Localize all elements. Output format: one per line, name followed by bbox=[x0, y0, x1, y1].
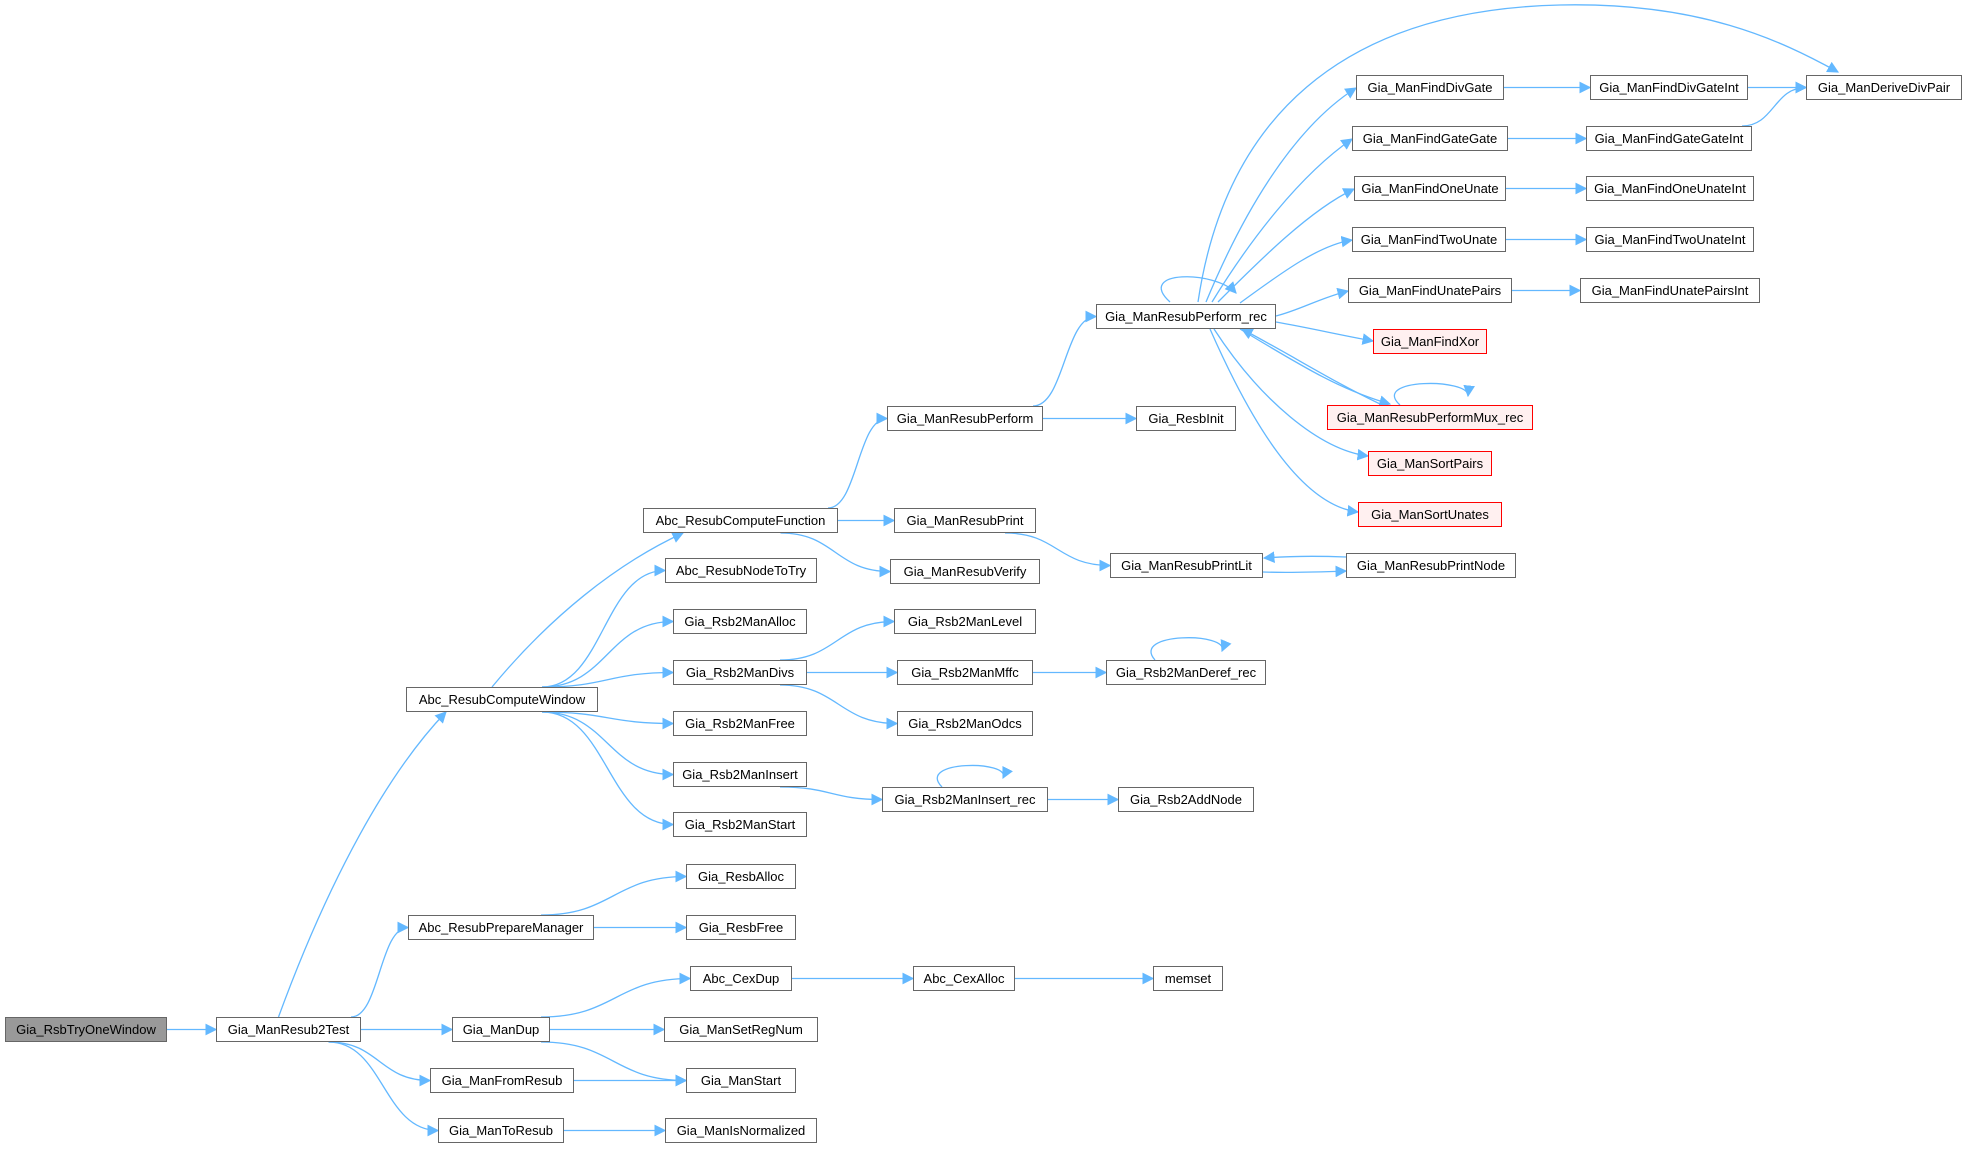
edge-performmuxrec-to-performrec bbox=[1240, 328, 1381, 405]
graph-node-printlit[interactable]: Gia_ManResubPrintLit bbox=[1110, 553, 1263, 578]
graph-node-resub2test[interactable]: Gia_ManResub2Test bbox=[216, 1017, 361, 1042]
edge-computefunction-to-resubperform bbox=[827, 412, 889, 509]
graph-node-printnode[interactable]: Gia_ManResubPrintNode bbox=[1346, 553, 1516, 578]
graph-node-derivedivpair[interactable]: Gia_ManDeriveDivPair bbox=[1806, 75, 1962, 100]
graph-node-resbinit[interactable]: Gia_ResbInit bbox=[1136, 406, 1236, 431]
edge-performrec-to-sortpairs bbox=[1213, 328, 1370, 461]
edge-resub2test-to-computewindow bbox=[277, 711, 447, 1018]
edge-performrec-to-finddivgate bbox=[1205, 87, 1357, 303]
graph-node-fromresub[interactable]: Gia_ManFromResub bbox=[430, 1068, 574, 1093]
graph-node-rsb2start[interactable]: Gia_Rsb2ManStart bbox=[673, 812, 807, 837]
graph-node-findoneunateint[interactable]: Gia_ManFindOneUnateInt bbox=[1586, 176, 1754, 201]
graph-node-rsb2insertrec[interactable]: Gia_Rsb2ManInsert_rec bbox=[882, 787, 1048, 812]
graph-node-toresub[interactable]: Gia_ManToResub bbox=[438, 1118, 564, 1143]
graph-node-rsb2alloc[interactable]: Gia_Rsb2ManAlloc bbox=[673, 609, 807, 634]
graph-node-rsb2odcs[interactable]: Gia_Rsb2ManOdcs bbox=[897, 711, 1033, 736]
graph-node-performmuxrec[interactable]: Gia_ManResubPerformMux_rec bbox=[1327, 405, 1533, 430]
edge-computewindow-to-rsb2insert bbox=[541, 711, 675, 781]
edge-performrec-to-findunatepairs bbox=[1275, 287, 1350, 317]
graph-node-mandup[interactable]: Gia_ManDup bbox=[452, 1017, 550, 1042]
edge-performrec-to-sortunates bbox=[1209, 328, 1360, 517]
graph-node-resballoc[interactable]: Gia_ResbAlloc bbox=[686, 864, 796, 889]
edge-rsb2insert-to-rsb2insertrec bbox=[779, 786, 884, 806]
graph-node-findunatepairs[interactable]: Gia_ManFindUnatePairs bbox=[1348, 278, 1512, 303]
edge-resub2test-to-fromresub bbox=[328, 1041, 432, 1087]
edge-computewindow-to-rsb2alloc bbox=[541, 615, 675, 688]
edge-performrec-to-findxor bbox=[1275, 321, 1375, 345]
edge-performrec-to-findgategate bbox=[1211, 138, 1353, 303]
edge-computewindow-to-rsb2start bbox=[541, 711, 675, 831]
graph-node-finddivgateint[interactable]: Gia_ManFindDivGateInt bbox=[1590, 75, 1748, 100]
edge-resub2test-to-preparemanager bbox=[350, 921, 410, 1018]
graph-node-findoneunate[interactable]: Gia_ManFindOneUnate bbox=[1354, 176, 1506, 201]
graph-node-findgategateint[interactable]: Gia_ManFindGateGateInt bbox=[1586, 126, 1752, 151]
graph-node-rsb2addnode[interactable]: Gia_Rsb2AddNode bbox=[1118, 787, 1254, 812]
graph-node-findunatepairsint[interactable]: Gia_ManFindUnatePairsInt bbox=[1580, 278, 1760, 303]
edge-computewindow-to-computefunction bbox=[491, 532, 685, 688]
edge-rsb2deref-to-rsb2deref bbox=[1150, 637, 1232, 661]
edge-mandup-to-cexdup bbox=[540, 972, 692, 1018]
edge-printlit-to-printnode bbox=[1262, 565, 1348, 578]
edge-performrec-to-performmuxrec bbox=[1239, 328, 1392, 407]
edge-printnode-to-printlit bbox=[1262, 551, 1347, 564]
graph-node-findtwounateint[interactable]: Gia_ManFindTwoUnateInt bbox=[1586, 227, 1754, 252]
graph-node-performrec[interactable]: Gia_ManResubPerform_rec bbox=[1096, 304, 1276, 329]
graph-node-isnormalized[interactable]: Gia_ManIsNormalized bbox=[665, 1118, 817, 1143]
edge-rsb2divs-to-rsb2odcs bbox=[779, 684, 899, 730]
edge-computewindow-to-rsb2divs bbox=[541, 666, 675, 688]
graph-node-resubperform[interactable]: Gia_ManResubPerform bbox=[887, 406, 1043, 431]
edge-performrec-to-findoneunate bbox=[1217, 188, 1356, 303]
graph-node-resubverify[interactable]: Gia_ManResubVerify bbox=[890, 559, 1040, 584]
graph-node-findtwounate[interactable]: Gia_ManFindTwoUnate bbox=[1352, 227, 1506, 252]
graph-node-preparemanager[interactable]: Abc_ResubPrepareManager bbox=[408, 915, 594, 940]
graph-node-rsb2level[interactable]: Gia_Rsb2ManLevel bbox=[894, 609, 1036, 634]
graph-node-findxor[interactable]: Gia_ManFindXor bbox=[1373, 329, 1487, 354]
graph-node-rsb2mffc[interactable]: Gia_Rsb2ManMffc bbox=[897, 660, 1033, 685]
graph-node-resbfree[interactable]: Gia_ResbFree bbox=[686, 915, 796, 940]
graph-node-nodetotry[interactable]: Abc_ResubNodeToTry bbox=[665, 558, 817, 583]
edge-resubprint-to-printlit bbox=[1004, 532, 1112, 572]
graph-node-manstart[interactable]: Gia_ManStart bbox=[686, 1068, 796, 1093]
graph-node-cexalloc[interactable]: Abc_CexAlloc bbox=[913, 966, 1015, 991]
edge-computefunction-to-resubverify bbox=[780, 532, 892, 578]
edge-rsb2divs-to-rsb2level bbox=[779, 615, 896, 661]
graph-node-rsb2divs[interactable]: Gia_Rsb2ManDivs bbox=[673, 660, 807, 685]
edge-performrec-to-findtwounate bbox=[1239, 235, 1354, 304]
edge-computewindow-to-nodetotry bbox=[541, 564, 667, 688]
edge-rsb2insertrec-to-rsb2insertrec bbox=[936, 764, 1013, 788]
edge-mandup-to-manstart bbox=[540, 1041, 688, 1087]
graph-node-findgategate[interactable]: Gia_ManFindGateGate bbox=[1352, 126, 1508, 151]
edge-resubperform-to-performrec bbox=[1032, 310, 1098, 407]
edge-performrec-to-derivedivpair bbox=[1197, 4, 1840, 303]
graph-node-memset[interactable]: memset bbox=[1153, 966, 1223, 991]
graph-node-cexdup[interactable]: Abc_CexDup bbox=[690, 966, 792, 991]
graph-node-rsb2free[interactable]: Gia_Rsb2ManFree bbox=[673, 711, 807, 736]
graph-node-rsb2insert[interactable]: Gia_Rsb2ManInsert bbox=[673, 762, 807, 787]
graph-node-resubprint[interactable]: Gia_ManResubPrint bbox=[894, 508, 1036, 533]
edge-resub2test-to-toresub bbox=[328, 1041, 440, 1137]
edge-preparemanager-to-resballoc bbox=[540, 870, 688, 916]
graph-node-sortpairs[interactable]: Gia_ManSortPairs bbox=[1368, 451, 1492, 476]
edge-performrec-to-performrec bbox=[1160, 276, 1237, 303]
edge-computewindow-to-rsb2free bbox=[541, 711, 675, 730]
graph-node-finddivgate[interactable]: Gia_ManFindDivGate bbox=[1356, 75, 1504, 100]
graph-node-sortunates[interactable]: Gia_ManSortUnates bbox=[1358, 502, 1502, 527]
edge-performmuxrec-to-performmuxrec bbox=[1393, 382, 1475, 406]
graph-node-setregnum[interactable]: Gia_ManSetRegNum bbox=[664, 1017, 818, 1042]
edge-findgategateint-to-derivedivpair bbox=[1741, 81, 1808, 127]
graph-node-rsb2deref[interactable]: Gia_Rsb2ManDeref_rec bbox=[1106, 660, 1266, 685]
graph-node-computefunction[interactable]: Abc_ResubComputeFunction bbox=[643, 508, 838, 533]
graph-node-rsbtry[interactable]: Gia_RsbTryOneWindow bbox=[5, 1017, 167, 1042]
graph-node-computewindow[interactable]: Abc_ResubComputeWindow bbox=[406, 687, 598, 712]
